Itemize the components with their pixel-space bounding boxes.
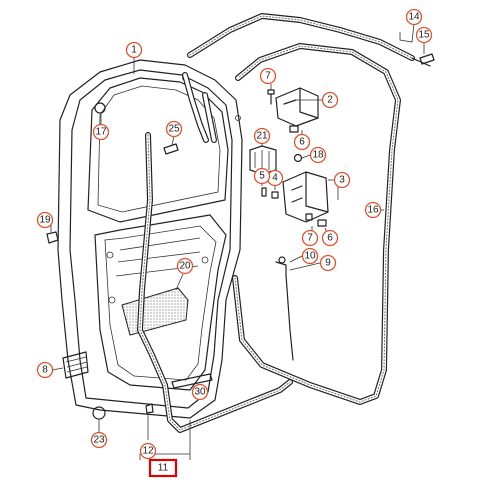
plug-17 <box>94 102 106 114</box>
pin-12 <box>145 403 154 414</box>
bolt-5 <box>261 187 267 197</box>
svg-text:6: 6 <box>327 233 333 244</box>
callout-5: 5 <box>253 167 271 185</box>
callout-1: 1 <box>125 41 143 59</box>
svg-text:20: 20 <box>179 261 191 272</box>
bolt-6-upper <box>289 125 299 133</box>
svg-text:16: 16 <box>367 205 379 216</box>
bolt-4 <box>271 191 279 199</box>
callout-8: 8 <box>36 361 54 379</box>
callout-15: 15 <box>415 26 433 44</box>
callout-7-upper: 7 <box>259 67 277 85</box>
svg-text:5: 5 <box>259 171 265 182</box>
highlighted-part-label[interactable]: 11 <box>148 458 178 478</box>
door-panel <box>57 59 243 419</box>
svg-text:7: 7 <box>307 233 313 244</box>
callout-30: 30 <box>191 383 209 401</box>
svg-text:1: 1 <box>131 45 137 56</box>
callout-12: 12 <box>139 442 157 460</box>
callout-14: 14 <box>405 8 423 26</box>
svg-text:3: 3 <box>339 175 345 186</box>
bolt-7-lower <box>305 213 313 221</box>
window-channel <box>182 72 217 143</box>
callout-25: 25 <box>165 120 183 138</box>
bolt-7-upper <box>267 89 275 105</box>
svg-text:9: 9 <box>325 258 331 269</box>
nut-18 <box>293 153 303 163</box>
svg-text:2: 2 <box>327 95 333 106</box>
vent-8 <box>62 351 89 379</box>
damping-pad <box>121 287 189 336</box>
callout-3: 3 <box>333 171 351 189</box>
callout-19: 19 <box>36 211 54 229</box>
callout-23: 23 <box>90 431 108 449</box>
inner-seal <box>137 132 293 433</box>
svg-text:23: 23 <box>93 435 105 446</box>
svg-text:19: 19 <box>39 215 51 226</box>
check-strap-rod <box>275 256 294 361</box>
callout-6-lower: 6 <box>321 229 339 247</box>
cap-23 <box>92 406 106 420</box>
svg-text:4: 4 <box>272 173 278 184</box>
grommet-19 <box>46 231 59 244</box>
upper-seal <box>187 13 431 67</box>
trim-30 <box>171 373 213 389</box>
svg-text:12: 12 <box>142 446 154 457</box>
callout-20: 20 <box>176 257 194 275</box>
lower-hinge <box>282 171 329 223</box>
svg-text:6: 6 <box>299 137 305 148</box>
svg-text:15: 15 <box>418 30 430 41</box>
svg-text:11: 11 <box>158 463 169 474</box>
callout-17: 17 <box>92 123 110 141</box>
svg-text:14: 14 <box>408 12 420 23</box>
upper-hinge <box>275 87 319 127</box>
callout-2: 2 <box>321 91 339 109</box>
callout-16: 16 <box>364 201 382 219</box>
svg-text:18: 18 <box>312 150 324 161</box>
callout-10: 10 <box>301 247 319 265</box>
svg-text:17: 17 <box>95 127 107 138</box>
svg-text:10: 10 <box>304 251 316 262</box>
svg-text:21: 21 <box>256 131 268 142</box>
callout-21: 21 <box>253 127 271 145</box>
door-seal <box>232 43 401 405</box>
svg-text:30: 30 <box>194 387 206 398</box>
callout-7-lower: 7 <box>301 229 319 247</box>
clip-25 <box>163 143 179 155</box>
callout-9: 9 <box>319 254 337 272</box>
svg-text:8: 8 <box>42 365 48 376</box>
callout-6-upper: 6 <box>293 133 311 151</box>
clip-15 <box>419 53 435 65</box>
leader-lines <box>50 23 425 460</box>
callout-18: 18 <box>309 146 327 164</box>
svg-text:7: 7 <box>265 71 271 82</box>
bolt-6-lower <box>317 219 327 227</box>
svg-text:25: 25 <box>168 124 180 135</box>
